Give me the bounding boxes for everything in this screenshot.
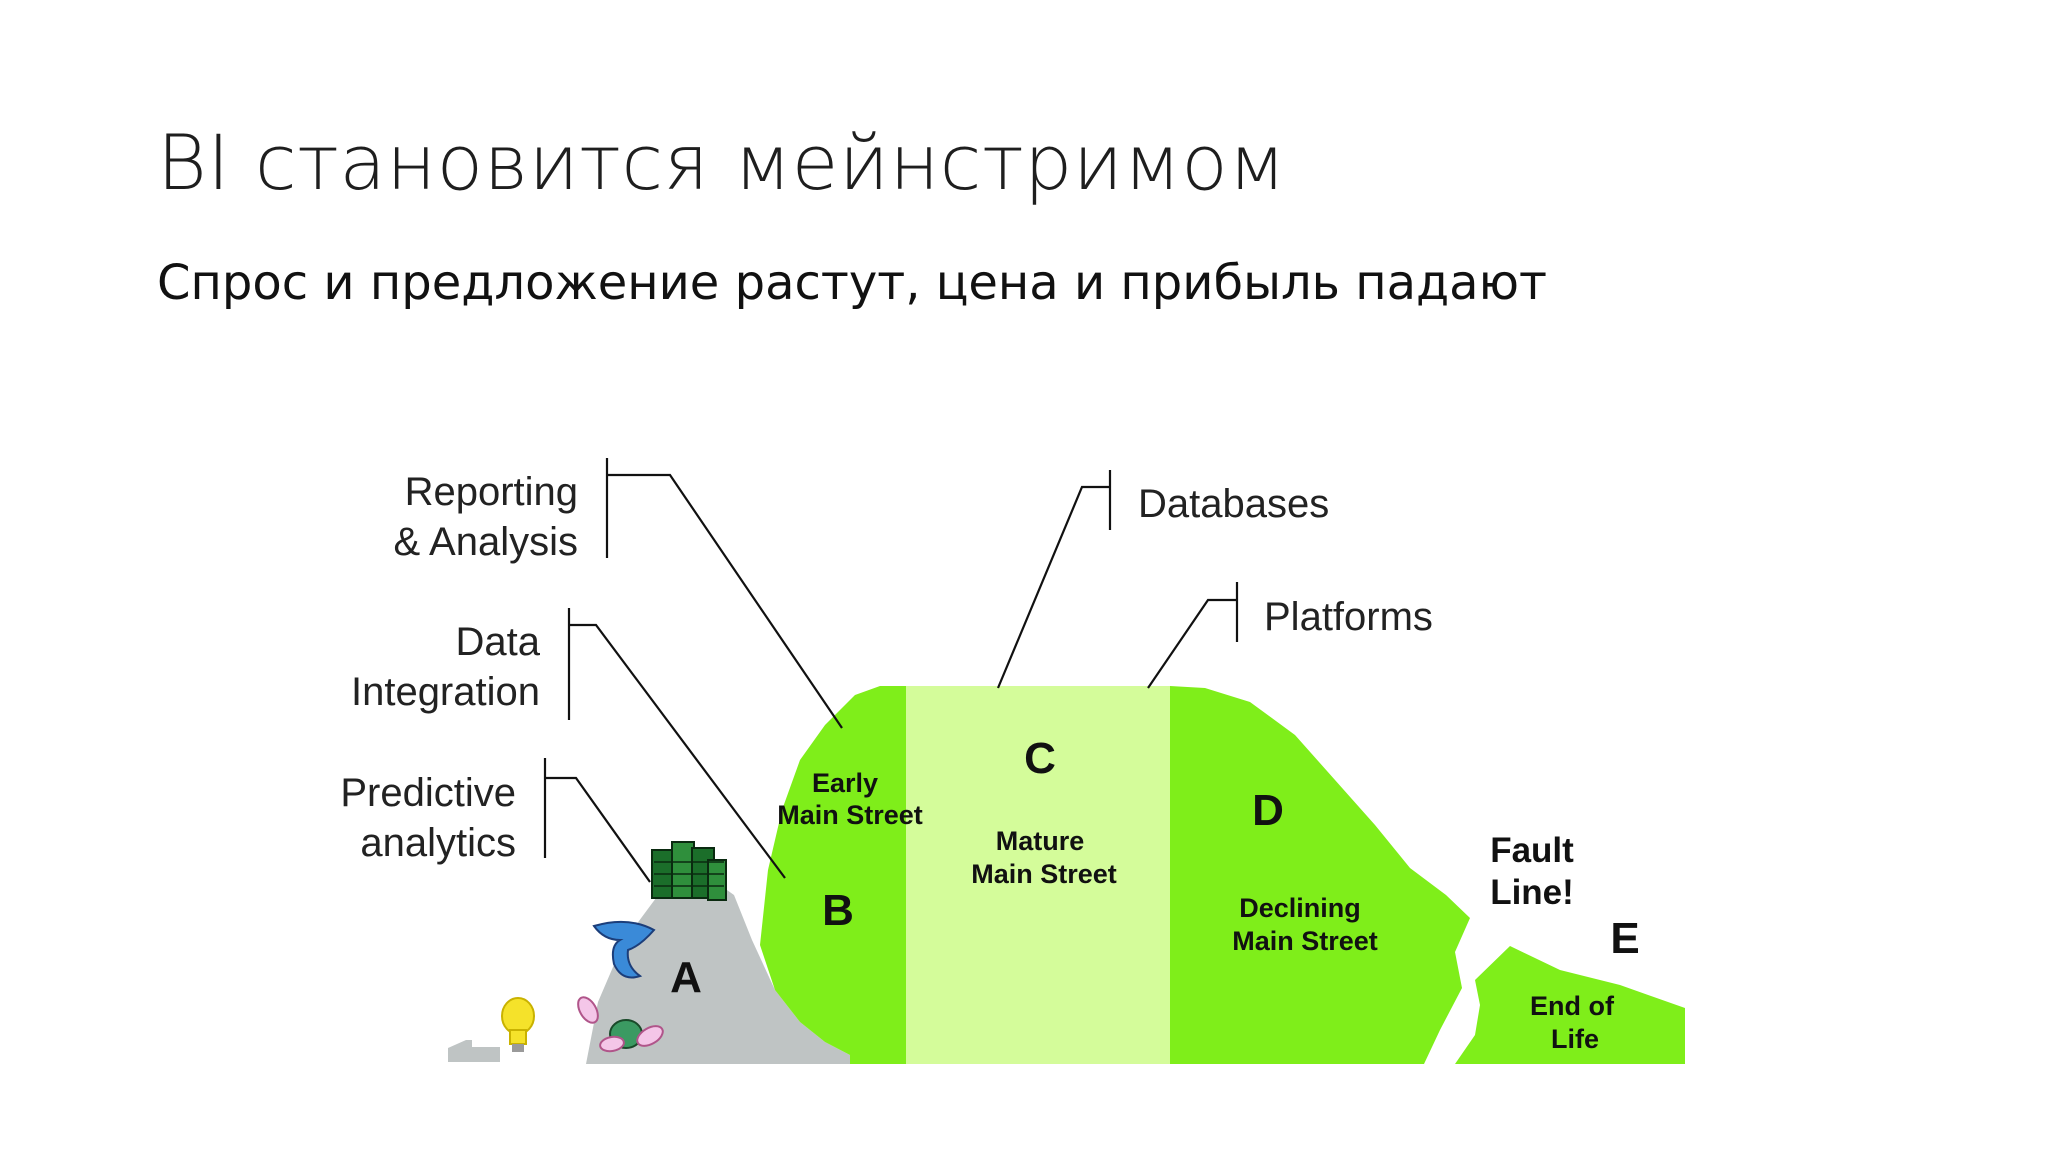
callout-reporting-connector	[605, 458, 843, 729]
zone-e-line1: End of	[1530, 991, 1615, 1021]
zone-d-line2: Main Street	[1232, 926, 1378, 956]
money-stack-icon	[651, 841, 727, 901]
callout-platforms: Platforms	[1264, 595, 1433, 639]
zone-c	[906, 686, 1170, 1064]
callout-predictive-line1: Predictive	[340, 771, 516, 815]
bowling-icon	[577, 996, 664, 1053]
callout-reporting-line2: & Analysis	[393, 520, 578, 564]
zone-e-line2: Life	[1551, 1024, 1599, 1054]
callout-data-connector	[567, 608, 786, 879]
zone-e-letter: E	[1610, 914, 1639, 963]
zone-d-letter: D	[1252, 786, 1284, 835]
fault-line-line2: Line!	[1490, 873, 1574, 912]
callout-data-line2: Integration	[351, 670, 540, 714]
zone-e	[1455, 946, 1685, 1064]
callout-reporting-line1: Reporting	[405, 470, 578, 514]
zone-b-letter: B	[822, 886, 854, 935]
callout-predictive-line2: analytics	[360, 821, 516, 865]
fault-line-line1: Fault	[1490, 831, 1574, 870]
zone-c-line2: Main Street	[971, 859, 1117, 889]
zone-c-line1: Mature	[996, 826, 1085, 856]
callout-predictive-connector	[543, 758, 651, 883]
slide-title: BI становится мейнстримом	[157, 118, 1287, 207]
lightbulb-icon	[501, 997, 535, 1052]
zone-a-letter: A	[670, 953, 702, 1002]
callout-databases-connector	[996, 470, 1112, 689]
zone-b-line2: Main Street	[777, 800, 923, 830]
slide-subtitle: Спрос и предложение растут, цена и прибы…	[157, 255, 1547, 311]
tornado-icon	[592, 920, 656, 979]
zone-a	[448, 878, 850, 1064]
callout-databases: Databases	[1138, 482, 1329, 526]
callout-platforms-connector	[1147, 582, 1239, 689]
zone-b-line1: Early	[812, 768, 878, 798]
callout-data-line1: Data	[456, 620, 541, 664]
zone-d-line1: Declining	[1239, 893, 1361, 923]
zone-c-letter: C	[1024, 734, 1056, 783]
zone-d	[1170, 686, 1470, 1064]
zone-b	[760, 686, 906, 1064]
